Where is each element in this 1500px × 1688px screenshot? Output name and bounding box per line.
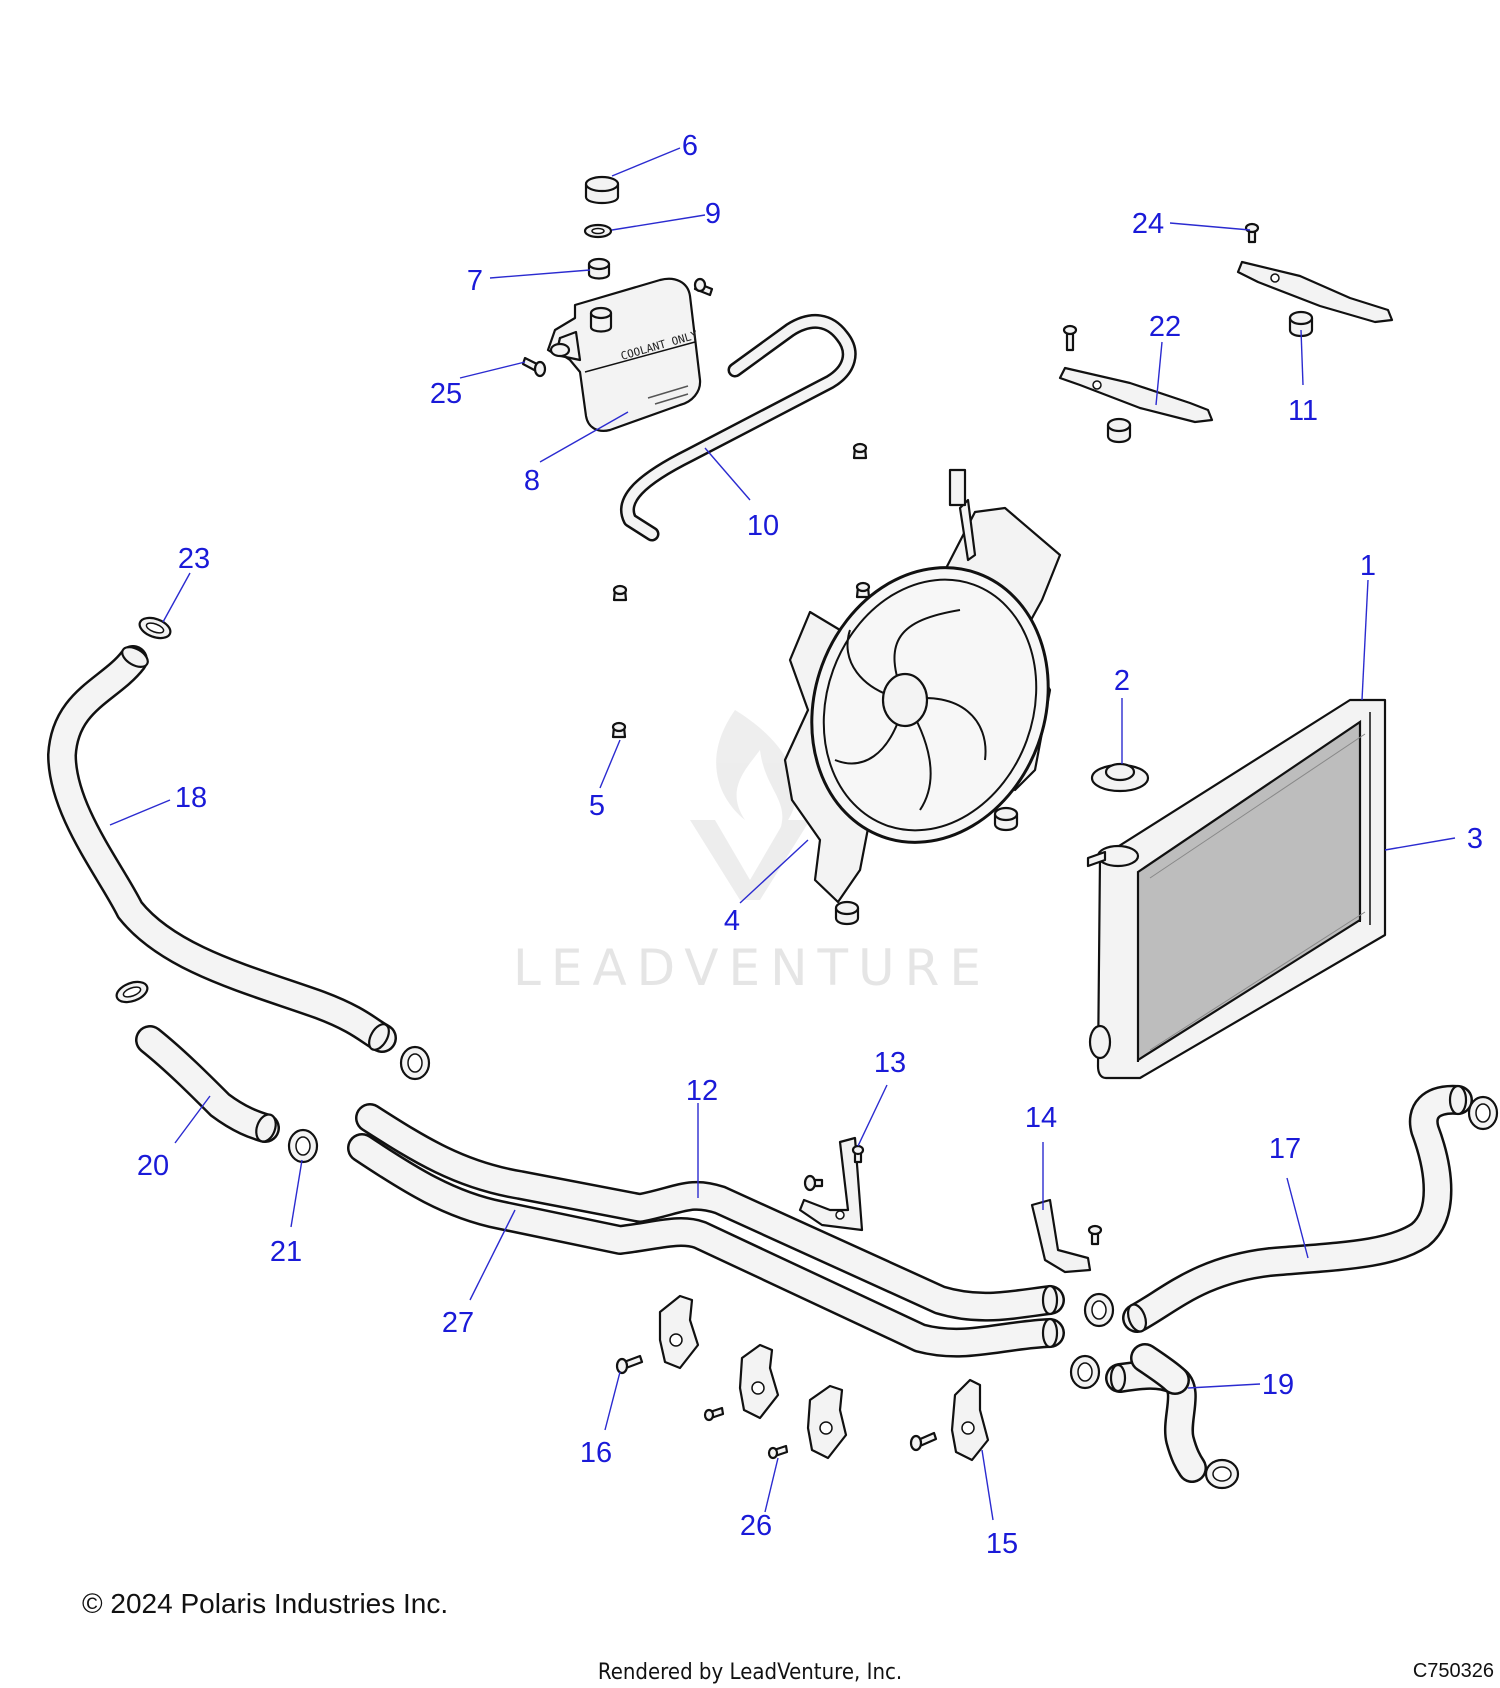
part-20-hose (135, 1025, 280, 1143)
push-pin-2 (612, 584, 628, 602)
callout-labels: 1 2 3 4 5 6 7 8 9 10 11 12 13 14 15 16 1… (137, 130, 1483, 1560)
clamp-17-bottom (1083, 1292, 1115, 1328)
callout-12: 12 (686, 1075, 718, 1107)
part-15-clamp-2 (738, 1343, 780, 1420)
callout-5: 5 (589, 790, 605, 822)
callout-22: 22 (1149, 311, 1181, 343)
clamp-20-top (115, 980, 149, 1004)
callout-23: 23 (178, 543, 210, 575)
part-4-fan-shroud (783, 468, 1062, 904)
part-3-radiator (1086, 698, 1387, 1080)
push-pin-1 (852, 442, 868, 460)
callout-18: 18 (175, 782, 207, 814)
part-7-insert (587, 257, 611, 280)
leader-lines (109, 147, 1456, 1521)
diagram-code: C750326 (1412, 1660, 1494, 1682)
callout-14: 14 (1025, 1102, 1057, 1134)
grommet-fan-1 (993, 806, 1019, 832)
part-25-screw (521, 356, 547, 378)
part-21-clamp (287, 1128, 319, 1164)
bolt-24 (1244, 222, 1260, 244)
screw-tank-top (693, 277, 714, 297)
part-23-clamp (138, 616, 172, 640)
part-6-cap (584, 175, 620, 205)
part-12-pipe (355, 1103, 1065, 1322)
part-17-hose (1122, 1084, 1473, 1333)
part-26-screw (767, 1444, 789, 1460)
part-24-bracket (1236, 260, 1394, 324)
clamp-19-bottom (1204, 1458, 1240, 1490)
part-15-clamp-1 (658, 1294, 700, 1370)
callout-3: 3 (1467, 823, 1483, 855)
copyright-text: © 2024 Polaris Industries Inc. (82, 1588, 449, 1619)
callout-27: 27 (442, 1307, 474, 1339)
callout-4: 4 (724, 905, 740, 937)
bolt-22 (1062, 324, 1078, 352)
callout-7: 7 (467, 265, 483, 297)
callout-21: 21 (270, 1236, 302, 1268)
callout-25: 25 (430, 378, 462, 410)
callout-19: 19 (1262, 1369, 1294, 1401)
part-27-pipe (347, 1133, 1065, 1358)
callout-11: 11 (1288, 395, 1318, 427)
clamp-19-top (1069, 1354, 1101, 1390)
part-10-overflow-hose (620, 313, 857, 542)
rendered-by-text: Rendered by LeadVenture, Inc. (597, 1660, 903, 1685)
callout-20: 20 (137, 1150, 169, 1182)
part-15-clamp-3 (806, 1384, 848, 1460)
part-14-bracket (1030, 1198, 1092, 1274)
part-22-bracket (1058, 366, 1214, 424)
leadventure-watermark: LEADVENTURE (513, 710, 991, 997)
part-15-clamp-4 (950, 1378, 990, 1462)
screw-26-b (703, 1406, 725, 1422)
callout-15: 15 (986, 1528, 1018, 1560)
callout-26: 26 (740, 1510, 772, 1542)
callout-2: 2 (1114, 665, 1130, 697)
grommet-22 (1106, 417, 1132, 444)
callout-13: 13 (874, 1047, 906, 1079)
bolt-13-a (803, 1174, 824, 1192)
bolt-14 (1087, 1224, 1103, 1246)
part-2-radiator-cap (1090, 762, 1150, 793)
grommet-fan-2 (834, 900, 860, 926)
watermark-text: LEADVENTURE (513, 939, 991, 997)
part-16-screw (615, 1354, 644, 1375)
clamp-17-top (1467, 1095, 1499, 1131)
callout-17: 17 (1269, 1133, 1301, 1165)
part-8-coolant-tank: COOLANT ONLY (546, 277, 702, 432)
callout-24: 24 (1132, 208, 1164, 240)
push-pin-4 (611, 721, 627, 739)
screw-16-b (909, 1431, 938, 1452)
callout-16: 16 (580, 1437, 612, 1469)
part-19-hose (1105, 1343, 1207, 1483)
part-11-grommet (1288, 310, 1314, 338)
callout-10: 10 (747, 510, 779, 542)
callout-1: 1 (1360, 550, 1376, 582)
clamp-18-end (399, 1045, 431, 1081)
bolt-13-b (851, 1144, 865, 1164)
callout-6: 6 (682, 130, 698, 162)
callout-8: 8 (524, 465, 540, 497)
callout-9: 9 (705, 198, 721, 230)
part-13-bracket (798, 1136, 864, 1232)
push-pin-3 (855, 581, 871, 599)
part-18-hose (47, 645, 397, 1053)
